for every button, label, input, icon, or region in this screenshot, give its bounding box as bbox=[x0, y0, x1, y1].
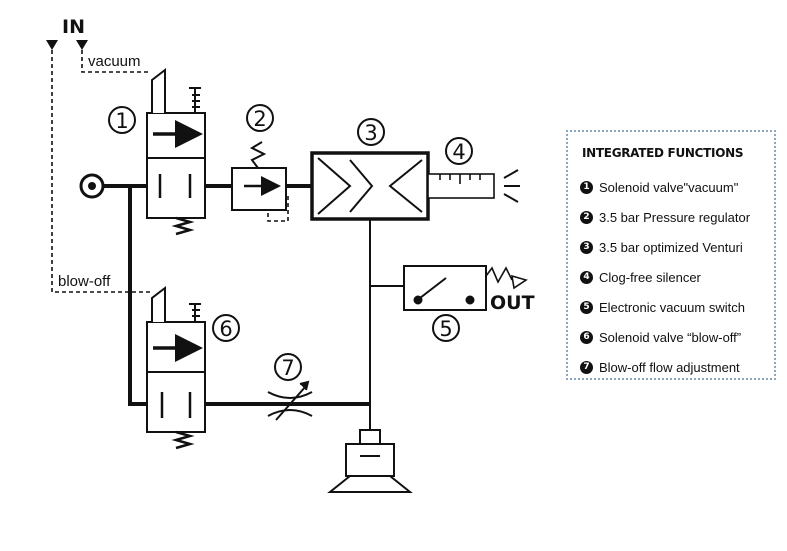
legend-item: 2 3.5 bar Pressure regulator bbox=[580, 202, 774, 232]
number-7: 7 bbox=[281, 356, 294, 380]
legend-number: 5 bbox=[580, 300, 593, 314]
pilot-lines bbox=[51, 50, 289, 293]
number-1-circle bbox=[108, 106, 136, 134]
number-1: 1 bbox=[115, 109, 128, 133]
venturi-ejector bbox=[310, 151, 430, 221]
legend-label: 3.5 bar optimized Venturi bbox=[599, 239, 743, 255]
supply-port-symbol bbox=[79, 173, 105, 199]
legend-number: 3 bbox=[580, 240, 593, 254]
legend-number: 7 bbox=[580, 360, 593, 374]
number-6-circle bbox=[212, 314, 240, 342]
label-vacuum: vacuum bbox=[88, 53, 141, 70]
label-blow-off: blow-off bbox=[58, 273, 111, 290]
legend-label: Solenoid valve “blow-off” bbox=[599, 329, 742, 345]
in-arrowheads bbox=[46, 40, 88, 50]
number-3: 3 bbox=[364, 121, 377, 145]
legend-label: Solenoid valve"vacuum" bbox=[599, 179, 739, 195]
pressure-regulator bbox=[231, 141, 287, 211]
clog-free-silencer bbox=[427, 169, 520, 203]
legend-number: 6 bbox=[580, 330, 593, 344]
number-5-circle bbox=[432, 314, 460, 342]
legend-label: Clog-free silencer bbox=[599, 269, 701, 285]
number-4: 4 bbox=[452, 140, 465, 164]
legend-item: 7 Blow-off flow adjustment bbox=[580, 352, 774, 382]
number-6: 6 bbox=[219, 317, 232, 341]
electronic-vacuum-switch bbox=[403, 265, 528, 311]
integrated-functions-legend: INTEGRATED FUNCTIONS 1 Solenoid valve"vac… bbox=[566, 130, 776, 380]
label-in: IN bbox=[62, 16, 85, 38]
label-out: OUT bbox=[490, 292, 535, 314]
legend-label: Electronic vacuum switch bbox=[599, 299, 745, 315]
legend-item: 5 Electronic vacuum switch bbox=[580, 292, 774, 322]
legend-item: 1 Solenoid valve"vacuum" bbox=[580, 172, 774, 202]
legend-title: INTEGRATED FUNCTIONS bbox=[582, 146, 744, 160]
legend-number: 1 bbox=[580, 180, 593, 194]
legend-item: 6 Solenoid valve “blow-off” bbox=[580, 322, 774, 352]
suction-cup bbox=[327, 429, 413, 493]
number-3-circle bbox=[357, 118, 385, 146]
signal-pipes bbox=[369, 219, 404, 430]
legend-item: 3 3.5 bar optimized Venturi bbox=[580, 232, 774, 262]
legend-number: 2 bbox=[580, 210, 593, 224]
number-5: 5 bbox=[439, 317, 452, 341]
solenoid-valve-blow-off bbox=[146, 285, 206, 450]
number-2: 2 bbox=[253, 107, 266, 131]
legend-label: Blow-off flow adjustment bbox=[599, 359, 740, 375]
solenoid-valve-vacuum bbox=[146, 67, 206, 236]
number-4-circle bbox=[445, 137, 473, 165]
legend-label: 3.5 bar Pressure regulator bbox=[599, 209, 751, 225]
legend-item: 4 Clog-free silencer bbox=[580, 262, 774, 292]
blow-off-flow-adjustment bbox=[267, 380, 313, 421]
legend-number: 4 bbox=[580, 270, 593, 284]
number-2-circle bbox=[246, 104, 274, 132]
number-7-circle bbox=[274, 353, 302, 381]
